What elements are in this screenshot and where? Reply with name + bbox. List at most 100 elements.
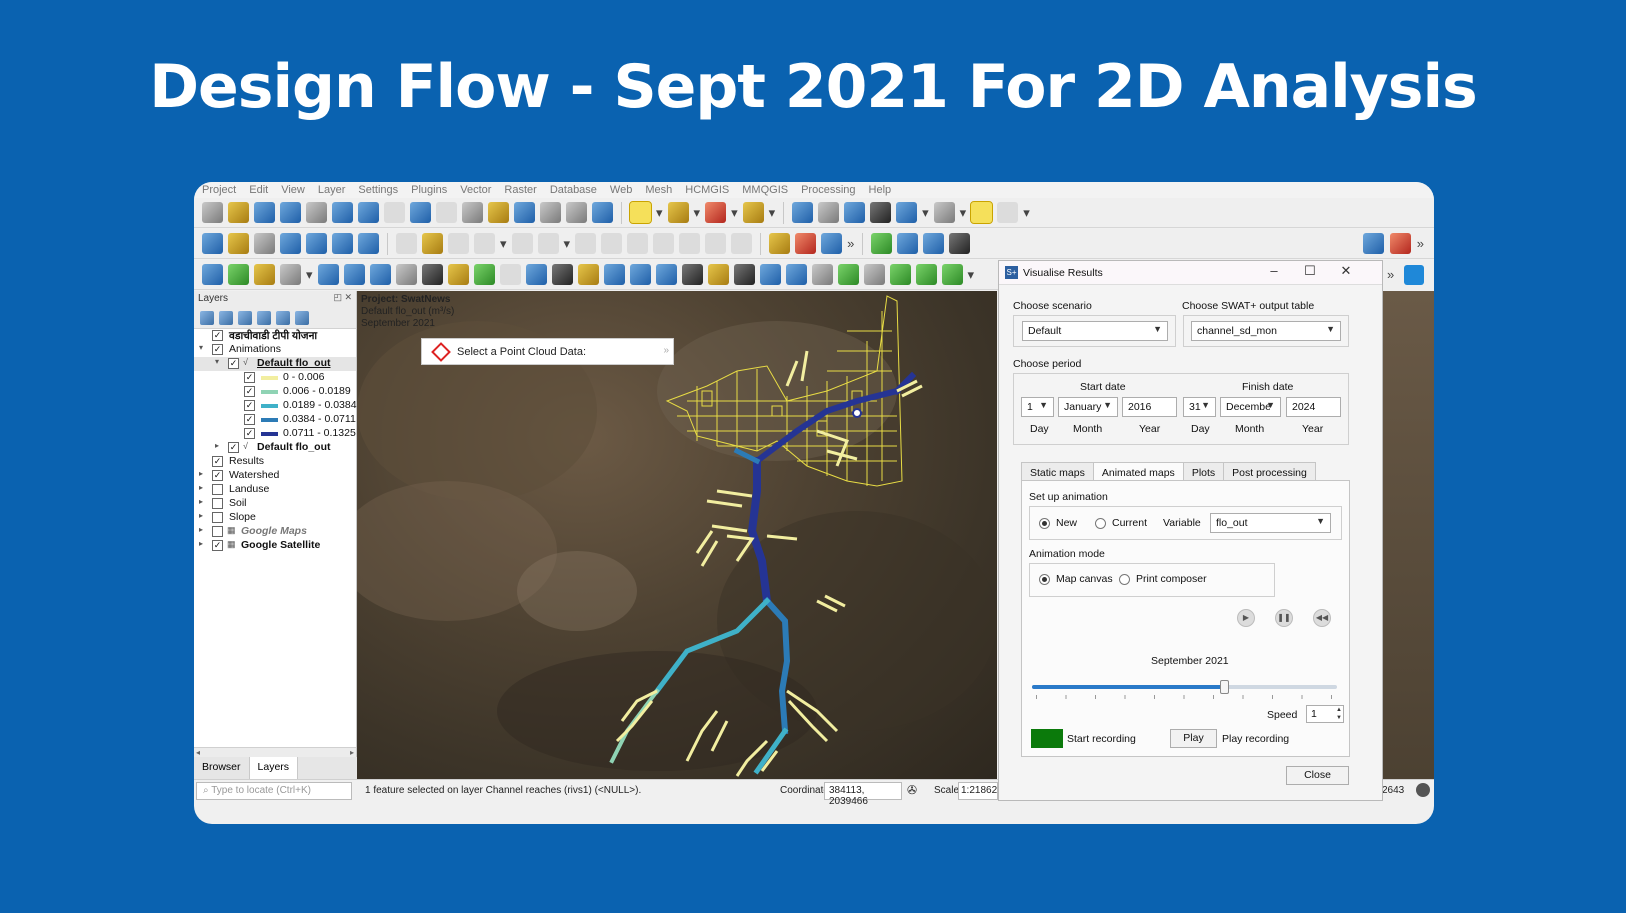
record-color-swatch[interactable] — [1031, 729, 1063, 748]
layer-checkbox[interactable]: ✓ — [244, 414, 255, 425]
tcp-icon[interactable] — [811, 264, 833, 285]
identify-icon[interactable] — [792, 202, 814, 223]
new-radio[interactable] — [1039, 518, 1050, 529]
menu-settings[interactable]: Settings — [358, 184, 399, 196]
menu-help[interactable]: Help — [868, 184, 892, 196]
menu-mesh[interactable]: Mesh — [645, 184, 673, 196]
layer-checkbox[interactable] — [212, 484, 223, 495]
layer-item[interactable]: ▸▦Google Maps — [194, 525, 356, 539]
layer-item[interactable]: ✓0 - 0.006 — [194, 371, 356, 385]
temporal-controller-icon[interactable] — [566, 202, 587, 223]
menu-edit[interactable]: Edit — [249, 184, 269, 196]
map-icon[interactable] — [655, 264, 677, 285]
menu-raster[interactable]: Raster — [504, 184, 537, 196]
play-button[interactable]: Play — [1170, 729, 1217, 748]
select-location-icon[interactable] — [742, 202, 764, 223]
copy-icon[interactable] — [653, 233, 675, 254]
new-map-view-icon[interactable] — [462, 202, 483, 223]
hill-icon[interactable] — [473, 264, 495, 285]
attribute-table-icon[interactable] — [818, 202, 840, 223]
close-icon[interactable]: ✕ — [1340, 263, 1352, 278]
zoom-out-icon[interactable] — [280, 202, 301, 223]
chevron-down-icon[interactable]: ▾ — [199, 343, 204, 352]
start-day-select[interactable]: 1▼ — [1021, 397, 1054, 417]
layer-item[interactable]: ▸✓√Default flo_out — [194, 441, 356, 455]
edit-attributes-icon[interactable] — [575, 233, 597, 254]
period-slider[interactable] — [1032, 680, 1337, 694]
messages-icon[interactable] — [1416, 783, 1430, 797]
layer-checkbox[interactable]: ✓ — [228, 442, 239, 453]
add-raster-icon[interactable] — [280, 233, 301, 254]
swat-plus-icon[interactable] — [551, 264, 573, 285]
check-all-icon[interactable] — [915, 264, 937, 285]
download-icon[interactable] — [343, 264, 365, 285]
map-canvas-right[interactable] — [1383, 291, 1434, 779]
chevron-right-icon[interactable]: ▸ — [199, 497, 204, 506]
layer-item[interactable]: ✓0.0384 - 0.0711 — [194, 413, 356, 427]
move-feature-icon[interactable] — [537, 233, 559, 254]
output-table-select[interactable]: channel_sd_mon▼ — [1191, 321, 1341, 341]
terrain-icon[interactable] — [447, 264, 469, 285]
popup-expand-icon[interactable]: » — [663, 345, 669, 356]
layer-item[interactable]: ✓0.0189 - 0.0384 — [194, 399, 357, 413]
layer-item[interactable]: ▾✓√Default flo_out — [194, 357, 356, 371]
print-composer-radio[interactable] — [1119, 574, 1130, 585]
chevron-right-icon[interactable]: ▸ — [199, 511, 204, 520]
gps-icon[interactable] — [997, 202, 1019, 223]
globe-query-icon[interactable] — [897, 233, 919, 254]
paste-icon[interactable] — [679, 233, 701, 254]
label-style-icon[interactable] — [795, 233, 817, 254]
pan-to-selection-icon[interactable] — [228, 202, 249, 223]
layer-checkbox[interactable]: ✓ — [212, 344, 223, 355]
profile-icon[interactable] — [280, 264, 301, 285]
layer-checkbox[interactable]: ✓ — [244, 386, 255, 397]
layer-item[interactable]: ✓वडाचीवाडी टीपी योजना — [194, 329, 356, 343]
current-radio[interactable] — [1095, 518, 1106, 529]
pan-icon[interactable] — [202, 202, 223, 223]
save-edits-icon[interactable] — [448, 233, 469, 254]
tab-layers[interactable]: Layers — [249, 757, 299, 779]
menu-processing[interactable]: Processing — [801, 184, 856, 196]
panel-close-icon[interactable]: ◰ ✕ — [333, 292, 352, 302]
chevron-right-icon[interactable]: ▸ — [199, 469, 204, 478]
tab-static-maps[interactable]: Static maps — [1021, 462, 1094, 483]
menu-hcmgis[interactable]: HCMGIS — [685, 184, 730, 196]
arch-icon[interactable] — [733, 264, 755, 285]
leaf-icon[interactable] — [577, 264, 599, 285]
start-year-input[interactable]: 2016 — [1122, 397, 1177, 417]
add-group-icon[interactable] — [219, 310, 233, 325]
layer-checkbox[interactable]: ✓ — [228, 358, 239, 369]
locator-input[interactable]: ⌕ Type to locate (Ctrl+K) — [196, 782, 352, 800]
zoom-layer-icon[interactable] — [358, 202, 379, 223]
processing-icon[interactable] — [228, 264, 249, 285]
settings-gear-icon[interactable] — [844, 202, 866, 223]
layer-item[interactable]: ▸Soil — [194, 497, 356, 511]
table-icon[interactable] — [395, 264, 417, 285]
bookmark-icon[interactable] — [514, 202, 535, 223]
layer-item[interactable]: ✓Results — [194, 455, 356, 469]
finish-year-input[interactable]: 2024 — [1286, 397, 1341, 417]
statistics-sigma-icon[interactable] — [870, 202, 892, 223]
layers-scrollbar[interactable]: ◂▸ — [194, 747, 356, 757]
layer-item[interactable]: ▸Landuse — [194, 483, 356, 497]
layer-checkbox[interactable]: ✓ — [212, 470, 223, 481]
layer-checkbox[interactable] — [212, 512, 223, 523]
add-wms-icon[interactable] — [332, 233, 353, 254]
rewind-icon[interactable]: ◀◀ — [1313, 609, 1331, 627]
zoom-in-icon[interactable] — [254, 202, 275, 223]
chevron-right-icon[interactable]: ▸ — [199, 539, 204, 548]
tab-plots[interactable]: Plots — [1182, 462, 1225, 483]
close-button[interactable]: Close — [1286, 766, 1349, 785]
layer-item[interactable]: ✓0.006 - 0.0189 — [194, 385, 356, 399]
menu-plugins[interactable]: Plugins — [411, 184, 448, 196]
refresh-icon[interactable] — [592, 202, 613, 223]
new-3d-map-icon[interactable] — [488, 202, 509, 223]
map-canvas-radio[interactable] — [1039, 574, 1050, 585]
line-chart-icon[interactable] — [499, 264, 521, 285]
earth-icon[interactable] — [317, 264, 339, 285]
chevron-right-icon[interactable]: ▸ — [215, 441, 220, 450]
filter-icon[interactable] — [257, 310, 271, 325]
layer-item[interactable]: ▸✓▦Google Satellite — [194, 539, 356, 553]
scale-field[interactable]: 1:21862 — [958, 782, 998, 800]
map-tips-icon[interactable] — [970, 201, 994, 224]
